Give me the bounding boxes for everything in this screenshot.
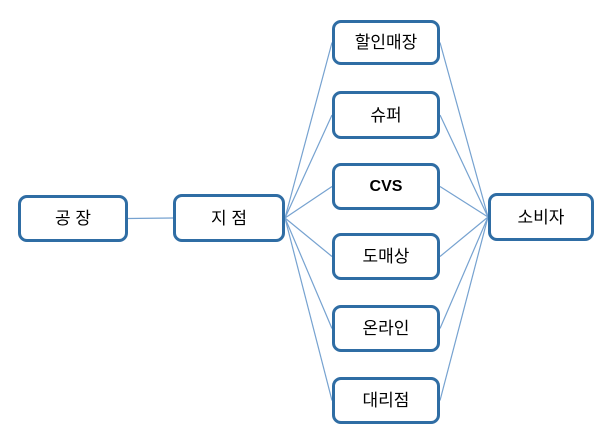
node-discount-store: 할인매장 (332, 20, 440, 65)
connector-discount-store-to-consumer (439, 42, 489, 218)
node-agency: 대리점 (332, 377, 440, 424)
node-wholesaler: 도매상 (332, 233, 440, 280)
node-online: 온라인 (332, 305, 440, 352)
connector-supermarket-to-consumer (439, 114, 489, 218)
connector-branch-to-discount-store (284, 42, 333, 219)
node-cvs: CVS (332, 163, 440, 210)
node-label-supermarket: 슈퍼 (370, 105, 402, 125)
connector-cvs-to-consumer (439, 185, 489, 218)
node-label-discount-store: 할인매장 (354, 33, 418, 52)
connector-branch-to-agency (284, 217, 333, 401)
node-label-factory: 공 장 (54, 209, 91, 228)
node-consumer: 소비자 (488, 193, 594, 241)
connector-agency-to-consumer (439, 216, 489, 401)
connector-wholesaler-to-consumer (439, 216, 489, 257)
connector-branch-to-cvs (284, 186, 333, 219)
connector-online-to-consumer (439, 216, 489, 329)
node-label-cvs: CVS (369, 177, 403, 195)
node-label-consumer: 소비자 (517, 207, 565, 227)
connector-branch-to-supermarket (284, 114, 333, 219)
connector-factory-to-branch (127, 217, 174, 220)
node-supermarket: 슈퍼 (332, 91, 440, 139)
connector-branch-to-wholesaler (284, 217, 333, 257)
node-label-wholesaler: 도매상 (362, 247, 410, 266)
connector-branch-to-online (284, 217, 333, 329)
node-branch: 지 점 (173, 194, 285, 242)
node-factory: 공 장 (18, 195, 128, 242)
node-label-branch: 지 점 (210, 208, 247, 228)
node-label-agency: 대리점 (362, 391, 410, 410)
node-label-online: 온라인 (362, 319, 410, 338)
